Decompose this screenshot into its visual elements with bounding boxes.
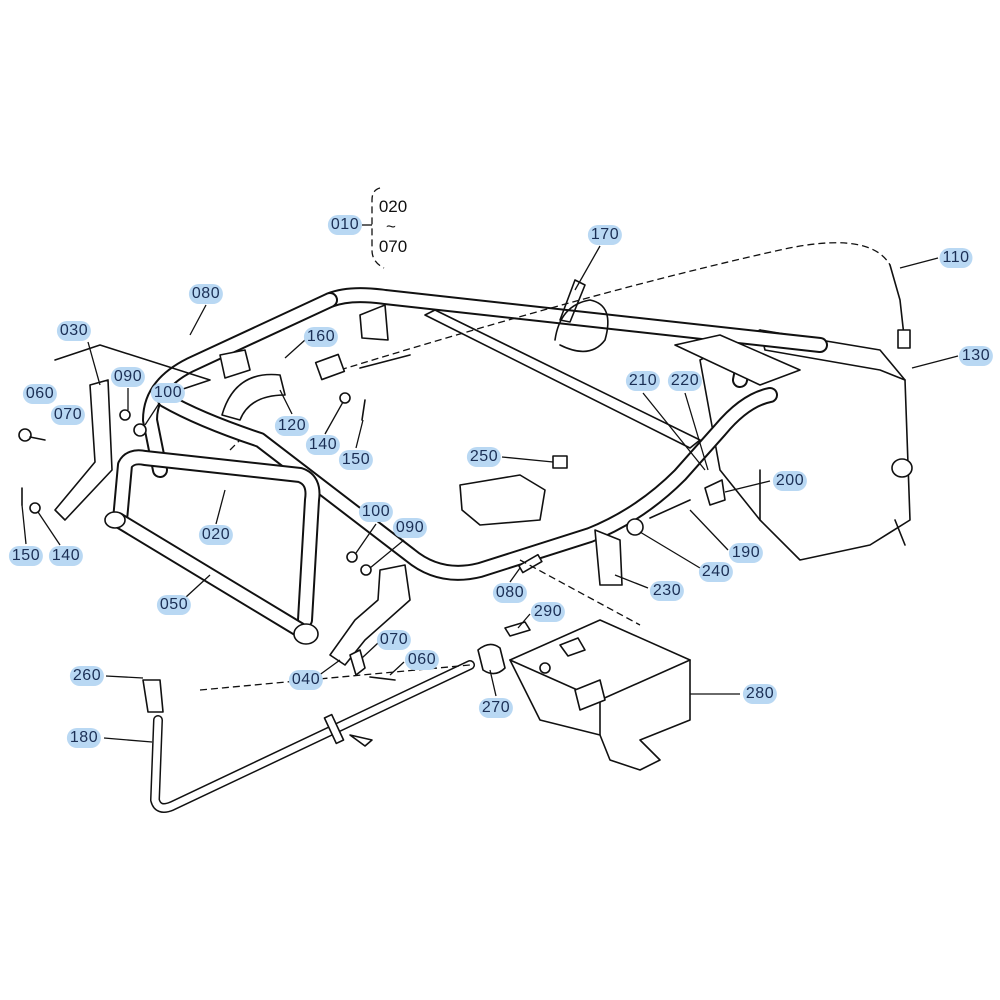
group-bracket xyxy=(371,187,385,269)
callout-110[interactable]: 110 xyxy=(939,248,973,268)
callout-280[interactable]: 280 xyxy=(742,684,778,704)
fasteners xyxy=(18,392,726,681)
callout-240[interactable]: 240 xyxy=(698,562,734,582)
callout-150[interactable]: 150 xyxy=(338,450,374,470)
push-rod xyxy=(104,511,319,645)
lever-knob xyxy=(142,679,164,713)
callout-070[interactable]: 070 xyxy=(50,405,86,425)
callout-210[interactable]: 210 xyxy=(625,371,661,391)
callout-290[interactable]: 290 xyxy=(530,602,566,622)
callout-060[interactable]: 060 xyxy=(22,384,58,404)
callout-090[interactable]: 090 xyxy=(110,367,146,387)
callout-030[interactable]: 030 xyxy=(56,321,92,341)
callout-250[interactable]: 250 xyxy=(466,447,502,467)
leader-lines xyxy=(21,245,959,743)
upper-bracket xyxy=(674,334,801,386)
callout-010[interactable]: 010 xyxy=(327,215,363,235)
callout-200[interactable]: 200 xyxy=(772,471,808,491)
callout-070-lower[interactable]: 070 xyxy=(376,630,412,650)
callout-060-lower[interactable]: 060 xyxy=(404,650,440,670)
cable-clamp xyxy=(554,299,609,353)
callout-140-left[interactable]: 140 xyxy=(48,546,84,566)
callout-220[interactable]: 220 xyxy=(667,371,703,391)
callout-080[interactable]: 080 xyxy=(188,284,224,304)
callout-100[interactable]: 100 xyxy=(150,383,186,403)
callout-260[interactable]: 260 xyxy=(69,666,105,686)
callout-230[interactable]: 230 xyxy=(649,581,685,601)
callout-050[interactable]: 050 xyxy=(156,595,192,615)
range-separator: ~ xyxy=(386,217,396,236)
range-start-label: 020 xyxy=(378,197,408,216)
callout-040[interactable]: 040 xyxy=(288,670,324,690)
callout-130[interactable]: 130 xyxy=(958,346,994,366)
linkage-rod xyxy=(112,449,321,628)
callout-100-right[interactable]: 100 xyxy=(358,502,394,522)
control-lever xyxy=(142,660,475,813)
arm-left xyxy=(54,379,113,521)
range-end-label: 070 xyxy=(378,237,408,256)
bushing xyxy=(477,643,506,675)
lever-cover xyxy=(509,619,691,771)
callout-090-right[interactable]: 090 xyxy=(392,518,428,538)
throttle-cable xyxy=(339,242,891,371)
callout-080-lower[interactable]: 080 xyxy=(492,583,528,603)
callout-180[interactable]: 180 xyxy=(66,728,102,748)
callout-140[interactable]: 140 xyxy=(305,435,341,455)
callout-190[interactable]: 190 xyxy=(728,543,764,563)
callout-020[interactable]: 020 xyxy=(198,525,234,545)
callout-150-left[interactable]: 150 xyxy=(8,546,44,566)
support-plate xyxy=(424,309,701,449)
callout-160[interactable]: 160 xyxy=(303,327,339,347)
callout-170[interactable]: 170 xyxy=(587,225,623,245)
cable-bracket xyxy=(221,373,286,421)
callout-270[interactable]: 270 xyxy=(478,698,514,718)
arm-right xyxy=(329,564,411,666)
callout-120[interactable]: 120 xyxy=(274,416,310,436)
